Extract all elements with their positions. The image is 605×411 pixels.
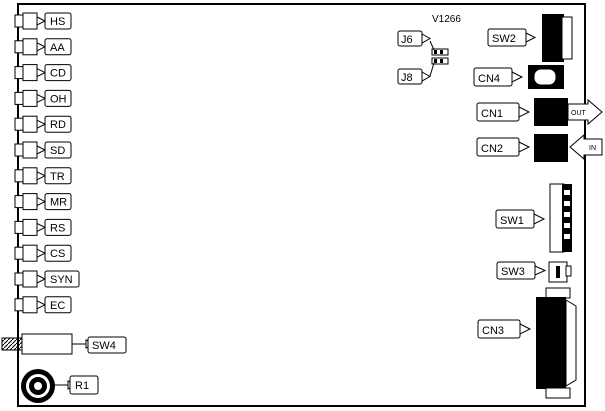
connector-cn3: CN3 — [477, 287, 577, 399]
connector-cn2: CN2 — [476, 134, 568, 162]
led-label: TR — [50, 171, 65, 183]
switch-sw3-label: SW3 — [501, 266, 525, 278]
led-label: CS — [50, 248, 65, 260]
switch-sw1: SW1 — [495, 183, 572, 253]
in-arrow: IN — [569, 133, 603, 161]
led-oh: OH — [14, 89, 72, 107]
jumper-j6: J6 — [397, 30, 432, 47]
led-mr: MR — [14, 193, 72, 211]
switch-sw4: SW4 — [1, 333, 127, 355]
out-arrow: OUT — [567, 98, 603, 126]
switch-sw4-label: SW4 — [92, 340, 116, 352]
connector-cn4-label: CN4 — [478, 73, 500, 85]
led-label: SYN — [50, 274, 73, 286]
connector-cn1: CN1 — [476, 98, 568, 126]
led-sd: SD — [14, 141, 72, 159]
switch-sw2: SW2 — [487, 14, 573, 62]
led-hs: HS — [14, 12, 72, 30]
in-arrow-label: IN — [589, 145, 596, 152]
led-aa: AA — [14, 38, 72, 56]
switch-sw3: SW3 — [496, 261, 572, 283]
jumper-block — [429, 40, 449, 77]
connector-cn2-label: CN2 — [481, 143, 503, 155]
led-indicators: HS AA CD OH RD SD TR MR RS CS SYN EC — [14, 12, 80, 314]
board-version-label: V1266 — [432, 14, 461, 25]
connector-cn4: CN4 — [473, 65, 564, 89]
jumper-j8-label: J8 — [401, 72, 413, 84]
led-label: MR — [50, 197, 67, 209]
out-arrow-label: OUT — [571, 110, 587, 117]
led-cd: CD — [14, 64, 72, 82]
potentiometer-r1-label: R1 — [75, 380, 89, 392]
led-tr: TR — [14, 167, 72, 185]
connector-cn1-label: CN1 — [481, 108, 503, 120]
led-label: EC — [50, 300, 65, 312]
led-rd: RD — [14, 115, 72, 133]
led-label: SD — [50, 145, 65, 157]
jumper-j8: J8 — [397, 68, 432, 85]
led-label: RS — [50, 222, 65, 234]
led-ec: EC — [14, 296, 72, 314]
led-label: HS — [50, 16, 65, 28]
jumper-j6-label: J6 — [401, 34, 413, 46]
led-label: OH — [50, 93, 67, 105]
switch-sw1-label: SW1 — [500, 215, 524, 227]
connector-cn3-label: CN3 — [482, 325, 504, 337]
switch-sw2-label: SW2 — [492, 33, 516, 45]
led-label: AA — [50, 42, 65, 54]
led-rs: RS — [14, 218, 72, 236]
potentiometer-r1: R1 — [21, 369, 99, 403]
led-label: CD — [50, 68, 66, 80]
led-label: RD — [50, 119, 66, 131]
led-syn: SYN — [14, 270, 80, 288]
led-cs: CS — [14, 244, 72, 262]
